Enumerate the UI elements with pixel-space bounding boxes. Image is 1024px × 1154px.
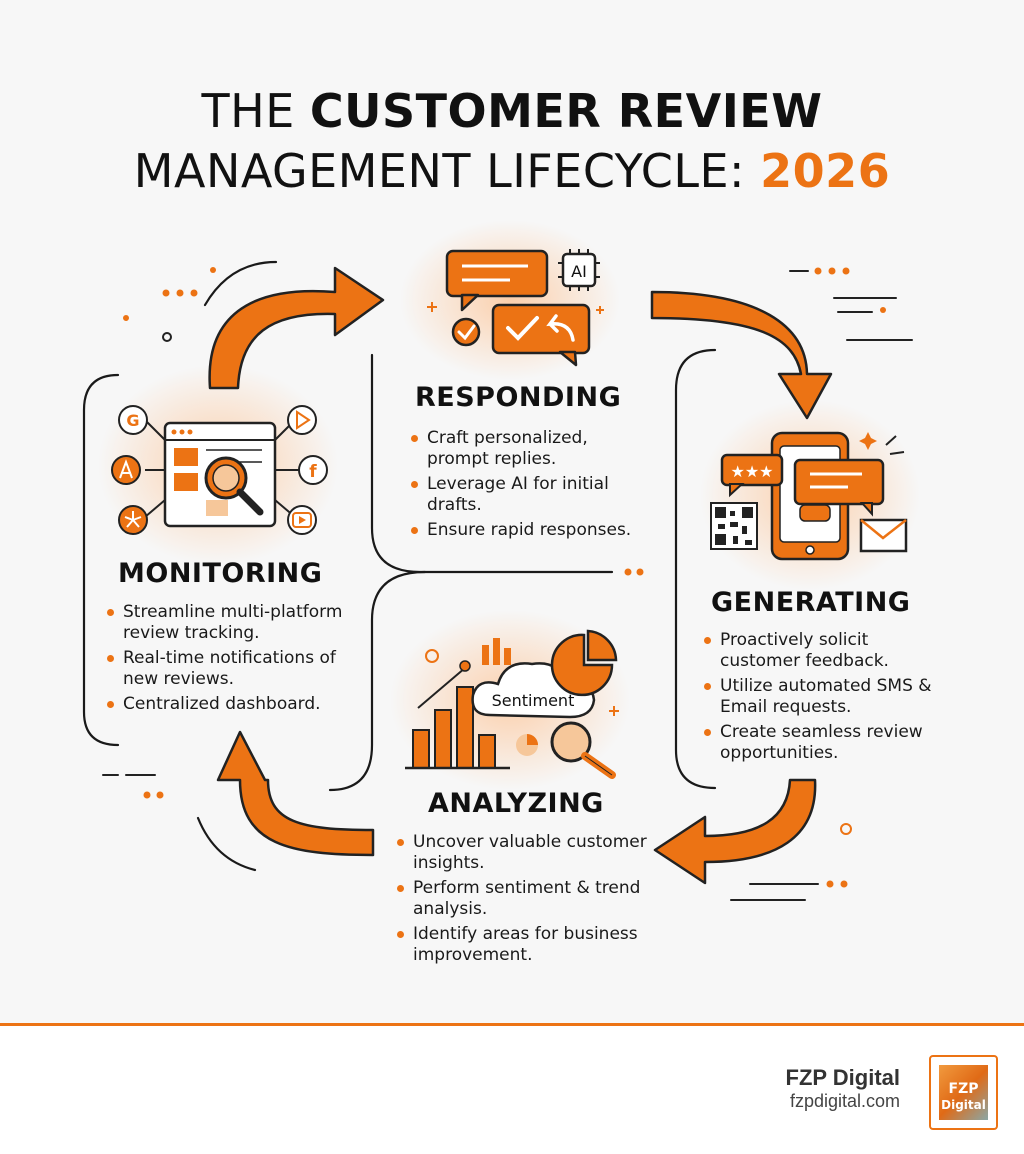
page-title-line-1: THE CUSTOMER REVIEW [0,82,1024,140]
footer-divider [0,1023,1024,1026]
youtube-icon [287,505,317,535]
sentiment-label: Sentiment [492,691,575,710]
arrow-to-monitoring [216,730,375,857]
generating-icon: ★★★ [710,431,908,561]
stage-bullets-responding: Craft personalized, prompt replies. Leve… [409,428,649,545]
google-icon: G [118,405,148,435]
bullet: Leverage AI for initial drafts. [409,474,649,516]
title-plain-2: MANAGEMENT LIFECYCLE: [133,144,761,198]
footer [0,1026,1024,1154]
connector-line [328,570,427,792]
brand-url[interactable]: fzpdigital.com [789,1091,900,1111]
decorative-dots [123,267,886,888]
page-title-line-2: MANAGEMENT LIFECYCLE: 2026 [0,142,1024,200]
responding-icon: AI [427,249,604,367]
ai-chip-label: AI [571,262,587,281]
arrow-to-analyzing [653,778,817,885]
bullet: Utilize automated SMS & Email requests. [702,676,952,718]
app-store-icon [111,455,141,485]
bullet: Streamline multi-platform review trackin… [105,602,365,644]
svg-text:★★★: ★★★ [730,462,773,481]
brand-name: FZP Digital [785,1065,901,1090]
brand-logo: FZP Digital [929,1055,998,1130]
stage-heading-monitoring: MONITORING [118,558,323,589]
yelp-icon [118,505,148,535]
bullet: Craft personalized, prompt replies. [409,428,649,470]
logo-badge: FZP Digital [939,1065,988,1120]
stage-bullets-monitoring: Streamline multi-platform review trackin… [105,602,365,719]
stage-bullets-analyzing: Uncover valuable customer insights. Perf… [395,832,655,970]
monitoring-icon: G f [111,405,328,535]
connector-line [203,260,278,307]
title-year: 2026 [760,144,891,198]
logo-text-top: FZP [948,1081,979,1097]
connector-line [674,348,717,790]
connector-line [196,816,257,872]
bullet: Perform sentiment & trend analysis. [395,878,655,920]
title-bold: CUSTOMER REVIEW [309,84,823,138]
play-store-icon [287,405,317,435]
bullet: Create seamless review opportunities. [702,722,952,764]
bullet: Centralized dashboard. [105,694,365,715]
bullet: Uncover valuable customer insights. [395,832,655,874]
svg-text:G: G [126,411,139,430]
bullet: Real-time notifications of new reviews. [105,648,365,690]
title-plain: THE [201,84,310,138]
logo-text-bottom: Digital [941,1098,986,1112]
arrow-to-generating [650,290,833,420]
stage-heading-responding: RESPONDING [415,382,622,413]
connector-line [82,373,120,747]
analyzing-icon: Sentiment [405,629,619,779]
facebook-icon: f [298,455,328,485]
stage-bullets-generating: Proactively solicit customer feedback. U… [702,630,952,768]
bullet: Identify areas for business improvement. [395,924,655,966]
arrow-to-responding [208,266,385,390]
bullet: Proactively solicit customer feedback. [702,630,952,672]
svg-text:f: f [309,462,317,482]
stage-heading-generating: GENERATING [711,587,911,618]
bullet: Ensure rapid responses. [409,520,649,541]
stage-heading-analyzing: ANALYZING [428,788,604,819]
